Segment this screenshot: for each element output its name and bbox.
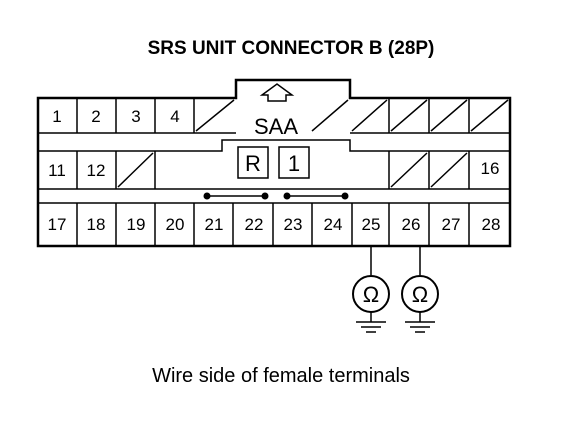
ohmmeter-pin-25: Ω	[352, 246, 390, 333]
pin-3: 3	[131, 107, 140, 126]
pin-23: 23	[284, 215, 303, 234]
pin-20: 20	[166, 215, 185, 234]
ground-icon	[356, 321, 386, 333]
caption: Wire side of female terminals	[152, 365, 410, 387]
pin-26: 26	[402, 215, 421, 234]
diagram-title: SRS UNIT CONNECTOR B (28P)	[148, 38, 435, 59]
key-box-1	[278, 146, 310, 179]
pin-11: 11	[48, 161, 66, 180]
pin-16: 16	[481, 159, 500, 178]
pin-19: 19	[127, 215, 146, 234]
pin-25: 25	[362, 215, 381, 234]
row-3-cells	[76, 203, 470, 246]
lock-label: SAA	[254, 114, 298, 139]
key-label-1: 1	[288, 151, 300, 176]
pin-4: 4	[170, 107, 179, 126]
pin-12: 12	[87, 161, 106, 180]
shorting-bar-23-24	[283, 192, 349, 200]
pin-2: 2	[91, 107, 100, 126]
pin-21: 21	[205, 215, 224, 234]
pin-18: 18	[87, 215, 106, 234]
pin-27: 27	[442, 215, 461, 234]
pin-labels: 1 2 3 4 11 12 16 17 18 19 20 21 22 23 24…	[48, 107, 501, 234]
pin-22: 22	[245, 215, 264, 234]
ohm-symbol-icon: Ω	[412, 282, 428, 307]
key-label-r: R	[245, 151, 261, 176]
row-1-cells	[76, 98, 509, 133]
ohmmeter-pin-26: Ω	[401, 246, 439, 333]
ground-icon	[405, 321, 435, 333]
pin-28: 28	[482, 215, 501, 234]
lock-arrow-icon	[259, 83, 295, 102]
pin-1: 1	[52, 107, 61, 126]
pin-17: 17	[48, 215, 67, 234]
pin-24: 24	[324, 215, 343, 234]
connector-outline	[36, 78, 512, 248]
row-2-cells	[76, 151, 470, 189]
key-box-r	[237, 146, 269, 179]
shorting-bar-21-22	[203, 192, 269, 200]
ohm-symbol-icon: Ω	[363, 282, 379, 307]
